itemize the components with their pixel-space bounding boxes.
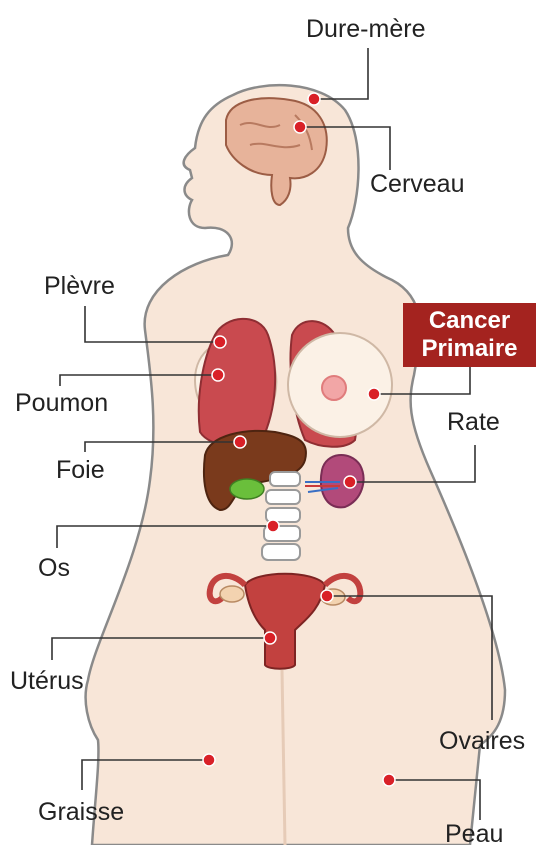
label-lung: Poumon <box>15 391 108 416</box>
label-brain: Cerveau <box>370 172 465 197</box>
callout-line-2: Primaire <box>403 335 536 363</box>
label-spleen: Rate <box>447 410 500 435</box>
label-liver: Foie <box>56 458 105 483</box>
primary-cancer-callout: Cancer Primaire <box>403 303 536 367</box>
marker-brain <box>294 121 306 133</box>
label-skin: Peau <box>445 822 503 845</box>
label-ovaries: Ovaires <box>439 729 525 754</box>
marker-dura-mater <box>308 93 320 105</box>
marker-skin <box>383 774 395 786</box>
marker-lung <box>212 369 224 381</box>
label-fat: Graisse <box>38 800 124 825</box>
callout-line-1: Cancer <box>403 307 536 335</box>
label-bone: Os <box>38 556 70 581</box>
marker-primary <box>368 388 380 400</box>
marker-spleen <box>344 476 356 488</box>
label-pleura: Plèvre <box>44 274 115 299</box>
marker-fat <box>203 754 215 766</box>
marker-bone <box>267 520 279 532</box>
gallbladder <box>230 479 264 499</box>
tumor <box>322 376 346 400</box>
label-uterus: Utérus <box>10 669 84 694</box>
marker-pleura <box>214 336 226 348</box>
marker-liver <box>234 436 246 448</box>
marker-uterus <box>264 632 276 644</box>
label-dura-mater: Dure-mère <box>306 17 425 42</box>
marker-ovaries <box>321 590 333 602</box>
